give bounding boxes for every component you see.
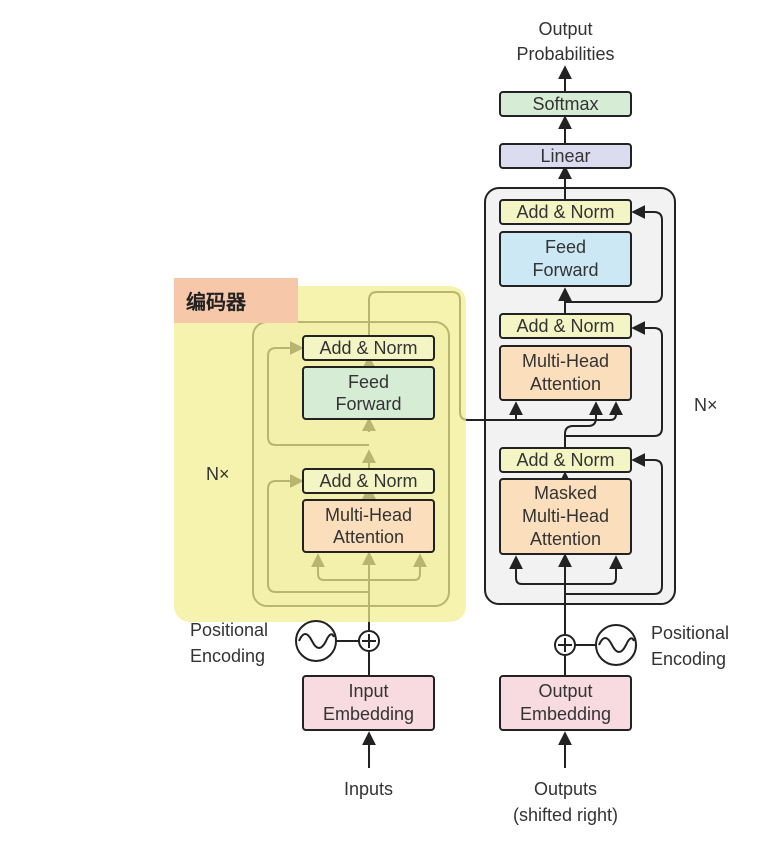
output-probabilities-line2: Probabilities [516,44,614,64]
encoder-multi-head-attention [302,499,435,553]
input-embedding-line2: Embedding [323,704,414,724]
decoder-cross-attention [499,345,632,401]
output-embedding [499,675,632,731]
encoder-positional-line2: Encoding [190,646,265,666]
decoder-cross-attention-line2: Attention [530,374,601,394]
linear-label: Linear [540,146,590,166]
decoder-masked-attention-line3: Attention [530,529,601,549]
decoder-positional-line2: Encoding [651,649,726,669]
encoder-sine-wave-icon [295,620,337,662]
decoder-feed-forward-line1: Feed [545,237,586,257]
decoder-connections [509,65,663,768]
encoder-add-norm-bottom [302,468,435,494]
decoder-masked-attention-line1: Masked [534,483,597,503]
decoder-cross-attention-line1: Multi-Head [522,351,609,371]
encoder-feed-forward-line1: Feed [348,372,389,392]
encoder-add-norm-top [302,335,435,361]
decoder-add-norm-top [499,199,632,225]
decoder-repeat-label: N× [694,395,718,415]
decoder-add-norm-top-label: Add & Norm [516,202,614,222]
input-embedding [302,675,435,731]
decoder-add-norm-bottom-label: Add & Norm [516,450,614,470]
encoder-feed-forward [302,366,435,420]
outputs-label-line2: (shifted right) [513,805,618,825]
decoder-masked-attention [499,478,632,555]
output-probabilities-line1: Output [538,19,592,39]
output-embedding-line1: Output [538,681,592,701]
highlight-tag: 编码器 [186,290,247,314]
outputs-label-line1: Outputs [534,779,597,799]
encoder-feed-forward-line2: Forward [335,394,401,414]
decoder-add-norm-bottom [499,447,632,473]
highlight-tag-background [174,278,298,323]
input-embedding-line1: Input [348,681,388,701]
encoder-attention-line2: Attention [333,527,404,547]
encoder-add-norm-top-label: Add & Norm [319,338,417,358]
decoder-feed-forward [499,231,632,287]
inputs-label: Inputs [344,779,393,799]
decoder-masked-attention-line2: Multi-Head [522,506,609,526]
decoder-add-norm-mid [499,313,632,339]
softmax-block [499,91,632,117]
decoder-add-norm-mid-label: Add & Norm [516,316,614,336]
output-embedding-line2: Embedding [520,704,611,724]
encoder-positional-line1: Positional [190,620,268,640]
decoder-sine-wave-icon [595,624,637,666]
encoder-attention-line1: Multi-Head [325,505,412,525]
decoder-feed-forward-line2: Forward [532,260,598,280]
decoder-positional-line1: Positional [651,623,729,643]
encoder-repeat-label: N× [206,464,230,484]
linear-block [499,143,632,169]
encoder-add-norm-bottom-label: Add & Norm [319,471,417,491]
softmax-label: Softmax [532,94,598,114]
